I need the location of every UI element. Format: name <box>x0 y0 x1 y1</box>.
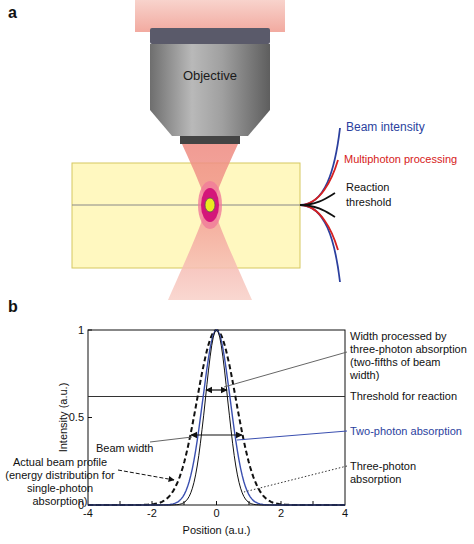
tick-label: 0 <box>213 507 219 520</box>
annotation: Two-photon absorption <box>350 425 470 438</box>
curve-label: Beam intensity <box>346 121 425 134</box>
objective-label-box: Objective <box>152 60 268 90</box>
curve-label: Multiphoton processing <box>344 153 470 166</box>
tick-label: -4 <box>83 507 93 520</box>
processed-width-arrow <box>206 389 227 390</box>
leader-arrow <box>118 470 174 480</box>
focus-halo <box>198 181 222 229</box>
incoming-beam <box>135 0 285 32</box>
curve-label: Reaction <box>346 181 389 194</box>
focus-reaction <box>205 198 215 212</box>
annotation: Three-photon absorption <box>350 460 470 486</box>
leader-line <box>150 437 192 442</box>
tick-label: 2 <box>278 507 284 520</box>
focused-beam <box>168 144 252 300</box>
annotation: Threshold for reaction <box>350 390 470 403</box>
node-text: Objective <box>183 68 237 83</box>
axis-title: Intensity (a.u.) <box>57 383 70 453</box>
annotation: Beam width <box>96 442 153 455</box>
annotation: Width processed by three-photon absorpti… <box>350 330 470 382</box>
plot-frame <box>88 330 345 505</box>
objective-lens <box>180 136 240 144</box>
three-photon-curve <box>88 330 345 505</box>
annotation: Actual beam profile (energy distribution… <box>4 456 116 508</box>
tick-label: 0.5 <box>69 411 84 424</box>
beam-width-arrow <box>191 434 242 435</box>
leader-line <box>237 431 347 440</box>
panel-letter: b <box>8 298 18 316</box>
threshold-line <box>88 396 345 397</box>
focus-multiphoton <box>201 188 219 222</box>
objective-flange <box>150 28 270 44</box>
leader-line <box>244 466 347 492</box>
focal-plane-line <box>72 205 300 206</box>
sample-block <box>72 163 300 268</box>
two-photon-curve <box>88 330 345 505</box>
beam-profile-curve <box>88 330 345 505</box>
panel-letter: a <box>8 4 17 22</box>
axis-title: Position (a.u.) <box>183 524 251 537</box>
profile-curves <box>300 128 340 282</box>
tick-label: 1 <box>78 324 84 337</box>
tick-label: 4 <box>342 507 348 520</box>
leader-line <box>224 352 347 387</box>
curve-label: threshold <box>346 196 391 209</box>
tick-label: -2 <box>147 507 157 520</box>
objective-body <box>150 44 270 136</box>
